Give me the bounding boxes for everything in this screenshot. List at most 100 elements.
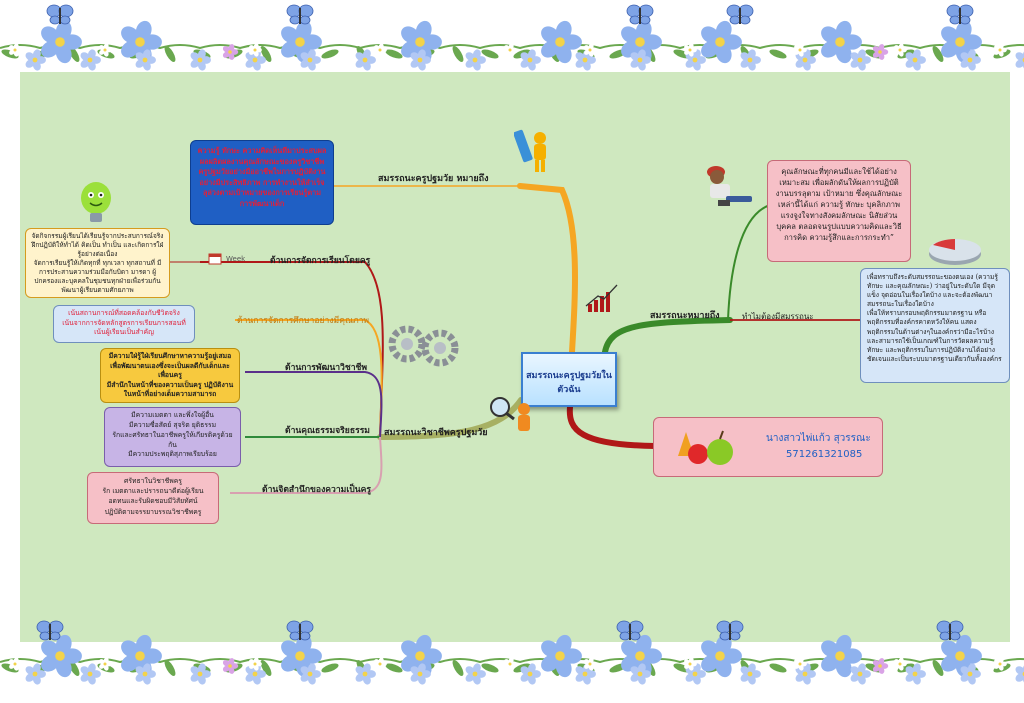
flower-icon	[575, 663, 596, 685]
flower-icon	[584, 43, 597, 57]
teaching-box: จัดกิจกรรมผู้เรียนได้เรียนรู้จากประสบการ…	[25, 228, 170, 298]
flower-icon	[894, 43, 907, 57]
flower-icon	[135, 49, 156, 71]
profession-box: มีความใฝ่รู้ใฝ่เรียนศึกษาหาความรู้อยู่เส…	[100, 348, 240, 403]
flower-icon	[630, 663, 651, 685]
calendar-caption: Week	[226, 255, 246, 263]
flower-icon	[80, 663, 101, 685]
flower-icon	[249, 657, 262, 671]
conscience-item-2: รัก เมตตาและปรารถนาดีต่อผู้เรียน	[102, 487, 204, 496]
flower-icon	[355, 663, 376, 685]
flower-icon	[520, 663, 541, 685]
flower-icon	[281, 20, 322, 64]
reading-person-icon	[707, 166, 752, 206]
teaching-item-2: จัดการเรียนรู้ให้เกิดทุกที่ ทุกเวลา ทุกส…	[33, 258, 162, 294]
flower-icon	[41, 20, 82, 64]
flower-icon	[872, 44, 889, 60]
butterfly-icon	[616, 620, 644, 641]
flower-icon	[504, 657, 517, 671]
butterfly-icon	[726, 4, 754, 25]
flower-icon	[541, 634, 582, 678]
flower-icon	[960, 663, 981, 685]
conscience-item-4: ปฏิบัติตามจรรยาบรรณวิชาชีพครู	[104, 507, 202, 516]
flower-icon	[300, 49, 321, 71]
flower-icon	[222, 44, 239, 60]
flower-icon	[9, 43, 22, 57]
conscience-box: ศรัทธาในวิชาชีพครู รัก เมตตาและปรารถนาดี…	[87, 472, 219, 524]
flower-icon	[994, 657, 1007, 671]
flower-icon	[905, 663, 926, 685]
flower-icon	[374, 657, 387, 671]
author-box: นางสาวไพ่แก้ว สุวรรณะ 571261321085	[653, 417, 883, 477]
definition-box-top-text: ความรู้ ทักษะ ความคิดเห็นทีมาประสบผล ผลผ…	[197, 146, 327, 208]
flower-icon	[355, 49, 376, 71]
central-topic-line2: ตัวฉัน	[557, 385, 581, 395]
flower-icon	[701, 20, 742, 64]
butterfly-icon	[46, 4, 74, 25]
profession-item-2: มีสำนึกในหน้าที่ของความเป็นครู ปฏิบัติงา…	[106, 380, 234, 399]
flower-icon	[740, 49, 761, 71]
definition-box-right: คุณลักษณะที่ทุกคนมีและใช้ได้อย่างเหมาะสม…	[767, 160, 911, 262]
flower-icon	[894, 657, 907, 671]
branch-label-quality: ด้านการจัดการศึกษาอย่างมีคุณภาพ	[237, 316, 370, 326]
flower-icon	[821, 634, 862, 678]
why-item-1: เพื่อทราบถึงระดับสมรรถนะของตนเอง (ความรู…	[867, 273, 998, 309]
flower-icon	[121, 634, 162, 678]
branch-label-teaching: ด้านการจัดการเรียนโดยครู	[270, 256, 371, 266]
flower-icon	[630, 49, 651, 71]
flower-icon	[794, 43, 807, 57]
flower-icon	[374, 43, 387, 57]
conscience-item-1: ศรัทธาในวิชาชีพครู	[124, 477, 182, 485]
ethics-box: มีความเมตตา และพึ่งใจผู้อื่น มีความซื่อส…	[104, 407, 241, 467]
quality-item-2: เน้นจากการจัดหลักสูตรการเรียนการสอนที่เน…	[62, 318, 186, 337]
branch-label-definition: สมรรถนะหมายถึง	[650, 311, 720, 321]
flower-icon	[300, 663, 321, 685]
why-box: เพื่อทราบถึงระดับสมรรถนะของตนเอง (ความรู…	[860, 268, 1010, 383]
ethics-item-2: มีความซื่อสัตย์ สุจริต ยุติธรรม	[128, 420, 217, 429]
flower-icon	[504, 43, 517, 57]
flower-icon	[25, 663, 46, 685]
butterfly-icon	[936, 620, 964, 641]
flower-icon	[190, 663, 211, 685]
flower-icon	[684, 657, 697, 671]
flower-icon	[465, 663, 486, 685]
flower-icon	[575, 49, 596, 71]
fruit-icon	[678, 430, 733, 465]
ethics-item-1: มีความเมตตา และพึ่งใจผู้อื่น	[131, 411, 214, 419]
flower-icon	[684, 43, 697, 57]
flower-icon	[850, 663, 871, 685]
butterfly-icon	[946, 4, 974, 25]
flower-icon	[794, 657, 807, 671]
why-item-2: เพื่อให้ทราบกรอบพฤติกรรมมาตรฐาน หรือพฤติ…	[867, 309, 1002, 363]
branch-label-ethics: ด้านคุณธรรมจริยธรรม	[285, 426, 370, 436]
flower-border-top	[0, 4, 1024, 71]
flower-icon	[410, 49, 431, 71]
flower-icon	[135, 663, 156, 685]
lightbulb-icon	[81, 182, 111, 222]
profession-item-1: มีความใฝ่รู้ใฝ่เรียนศึกษาหาความรู้อยู่เส…	[108, 352, 232, 380]
branch-label-profession: ด้านการพัฒนาวิชาชีพ	[285, 363, 368, 373]
flower-icon	[1015, 663, 1024, 685]
flower-icon	[190, 49, 211, 71]
flower-icon	[25, 49, 46, 71]
central-topic: สมรรถนะครูปฐมวัยใน ตัวฉัน	[521, 352, 617, 407]
branch-label-conscience: ด้านจิตสำนึกของความเป็นครู	[262, 485, 371, 495]
flower-icon	[80, 49, 101, 71]
flower-icon	[520, 49, 541, 71]
flower-icon	[905, 49, 926, 71]
teaching-item-1: จัดกิจกรรมผู้เรียนได้เรียนรู้จากประสบการ…	[31, 232, 164, 258]
flower-icon	[222, 658, 239, 674]
pie-chart-icon	[929, 239, 981, 265]
calendar-icon	[208, 253, 222, 265]
flower-icon	[541, 20, 582, 64]
flower-border-bottom	[0, 620, 1024, 685]
person-with-pen-icon	[514, 129, 546, 172]
growth-chart-icon	[585, 284, 618, 312]
gears-icon	[388, 325, 459, 367]
butterfly-icon	[626, 4, 654, 25]
flower-icon	[850, 49, 871, 71]
flower-icon	[994, 43, 1007, 57]
author-name: นางสาวไพ่แก้ว สุวรรณะ	[766, 433, 871, 444]
branch-label-left-main: สมรรถนะวิชาชีพครูปฐมวัย	[384, 428, 488, 438]
